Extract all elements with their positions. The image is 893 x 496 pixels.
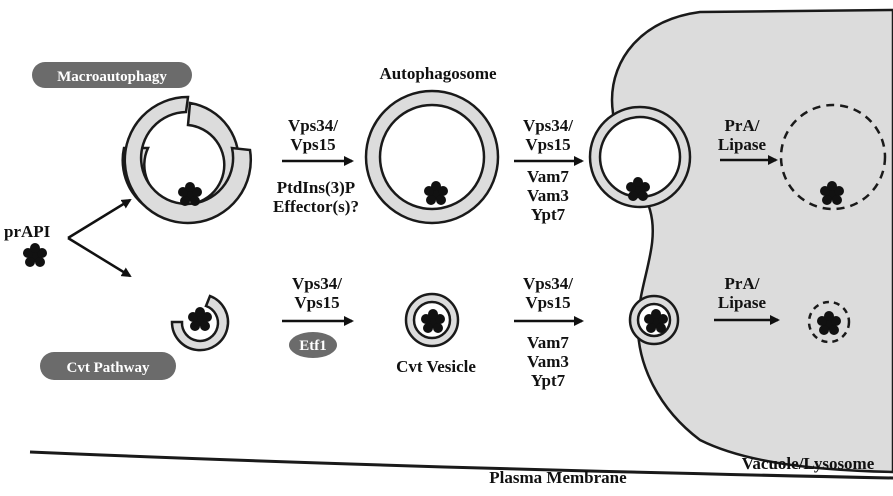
phagophore-cargo (178, 182, 202, 206)
macro2-line1: Vps34/ (523, 116, 573, 135)
plasma-membrane-label: Plasma Membrane (489, 468, 627, 487)
macro2-below3: Ypt7 (531, 205, 566, 224)
macroautophagy-label: Macroautophagy (57, 69, 167, 85)
cvt-vesicle-label: Cvt Vesicle (396, 357, 476, 376)
cvt1-line2: Vps15 (294, 293, 339, 312)
prapi-label: prAPI (4, 222, 51, 241)
cvt1-line1: Vps34/ (292, 274, 342, 293)
cvt-pathway-label: Cvt Pathway (67, 360, 150, 376)
branch-arrow-down (68, 238, 130, 276)
cvt3-line1: PrA/ (725, 274, 760, 293)
cvt2-below3: Ypt7 (531, 371, 566, 390)
cvt2-line2: Vps15 (525, 293, 570, 312)
macro1-below2: Effector(s)? (273, 197, 359, 216)
macro3-line2: Lipase (718, 135, 767, 154)
cvt3-line2: Lipase (718, 293, 767, 312)
cvt2-below2: Vam3 (527, 352, 569, 371)
macro2-below1: Vam7 (527, 167, 569, 186)
vacuole-lysosome (612, 10, 893, 472)
macro3-line1: PrA/ (725, 116, 760, 135)
cvt-phagophore-cargo (188, 307, 212, 331)
macro1-below1: PtdIns(3)P (277, 178, 355, 197)
autophagosome-label: Autophagosome (379, 64, 497, 83)
vacuole-lysosome-label: Vacuole/Lysosome (742, 454, 875, 473)
macro1-line2: Vps15 (290, 135, 335, 154)
cvt2-line1: Vps34/ (523, 274, 573, 293)
prapi-cargo (23, 243, 47, 267)
macro1-line1: Vps34/ (288, 116, 338, 135)
cvt2-below1: Vam7 (527, 333, 569, 352)
macro2-line2: Vps15 (525, 135, 570, 154)
etf1-label: Etf1 (299, 338, 327, 354)
branch-arrow-up (68, 200, 130, 238)
macro2-below2: Vam3 (527, 186, 569, 205)
